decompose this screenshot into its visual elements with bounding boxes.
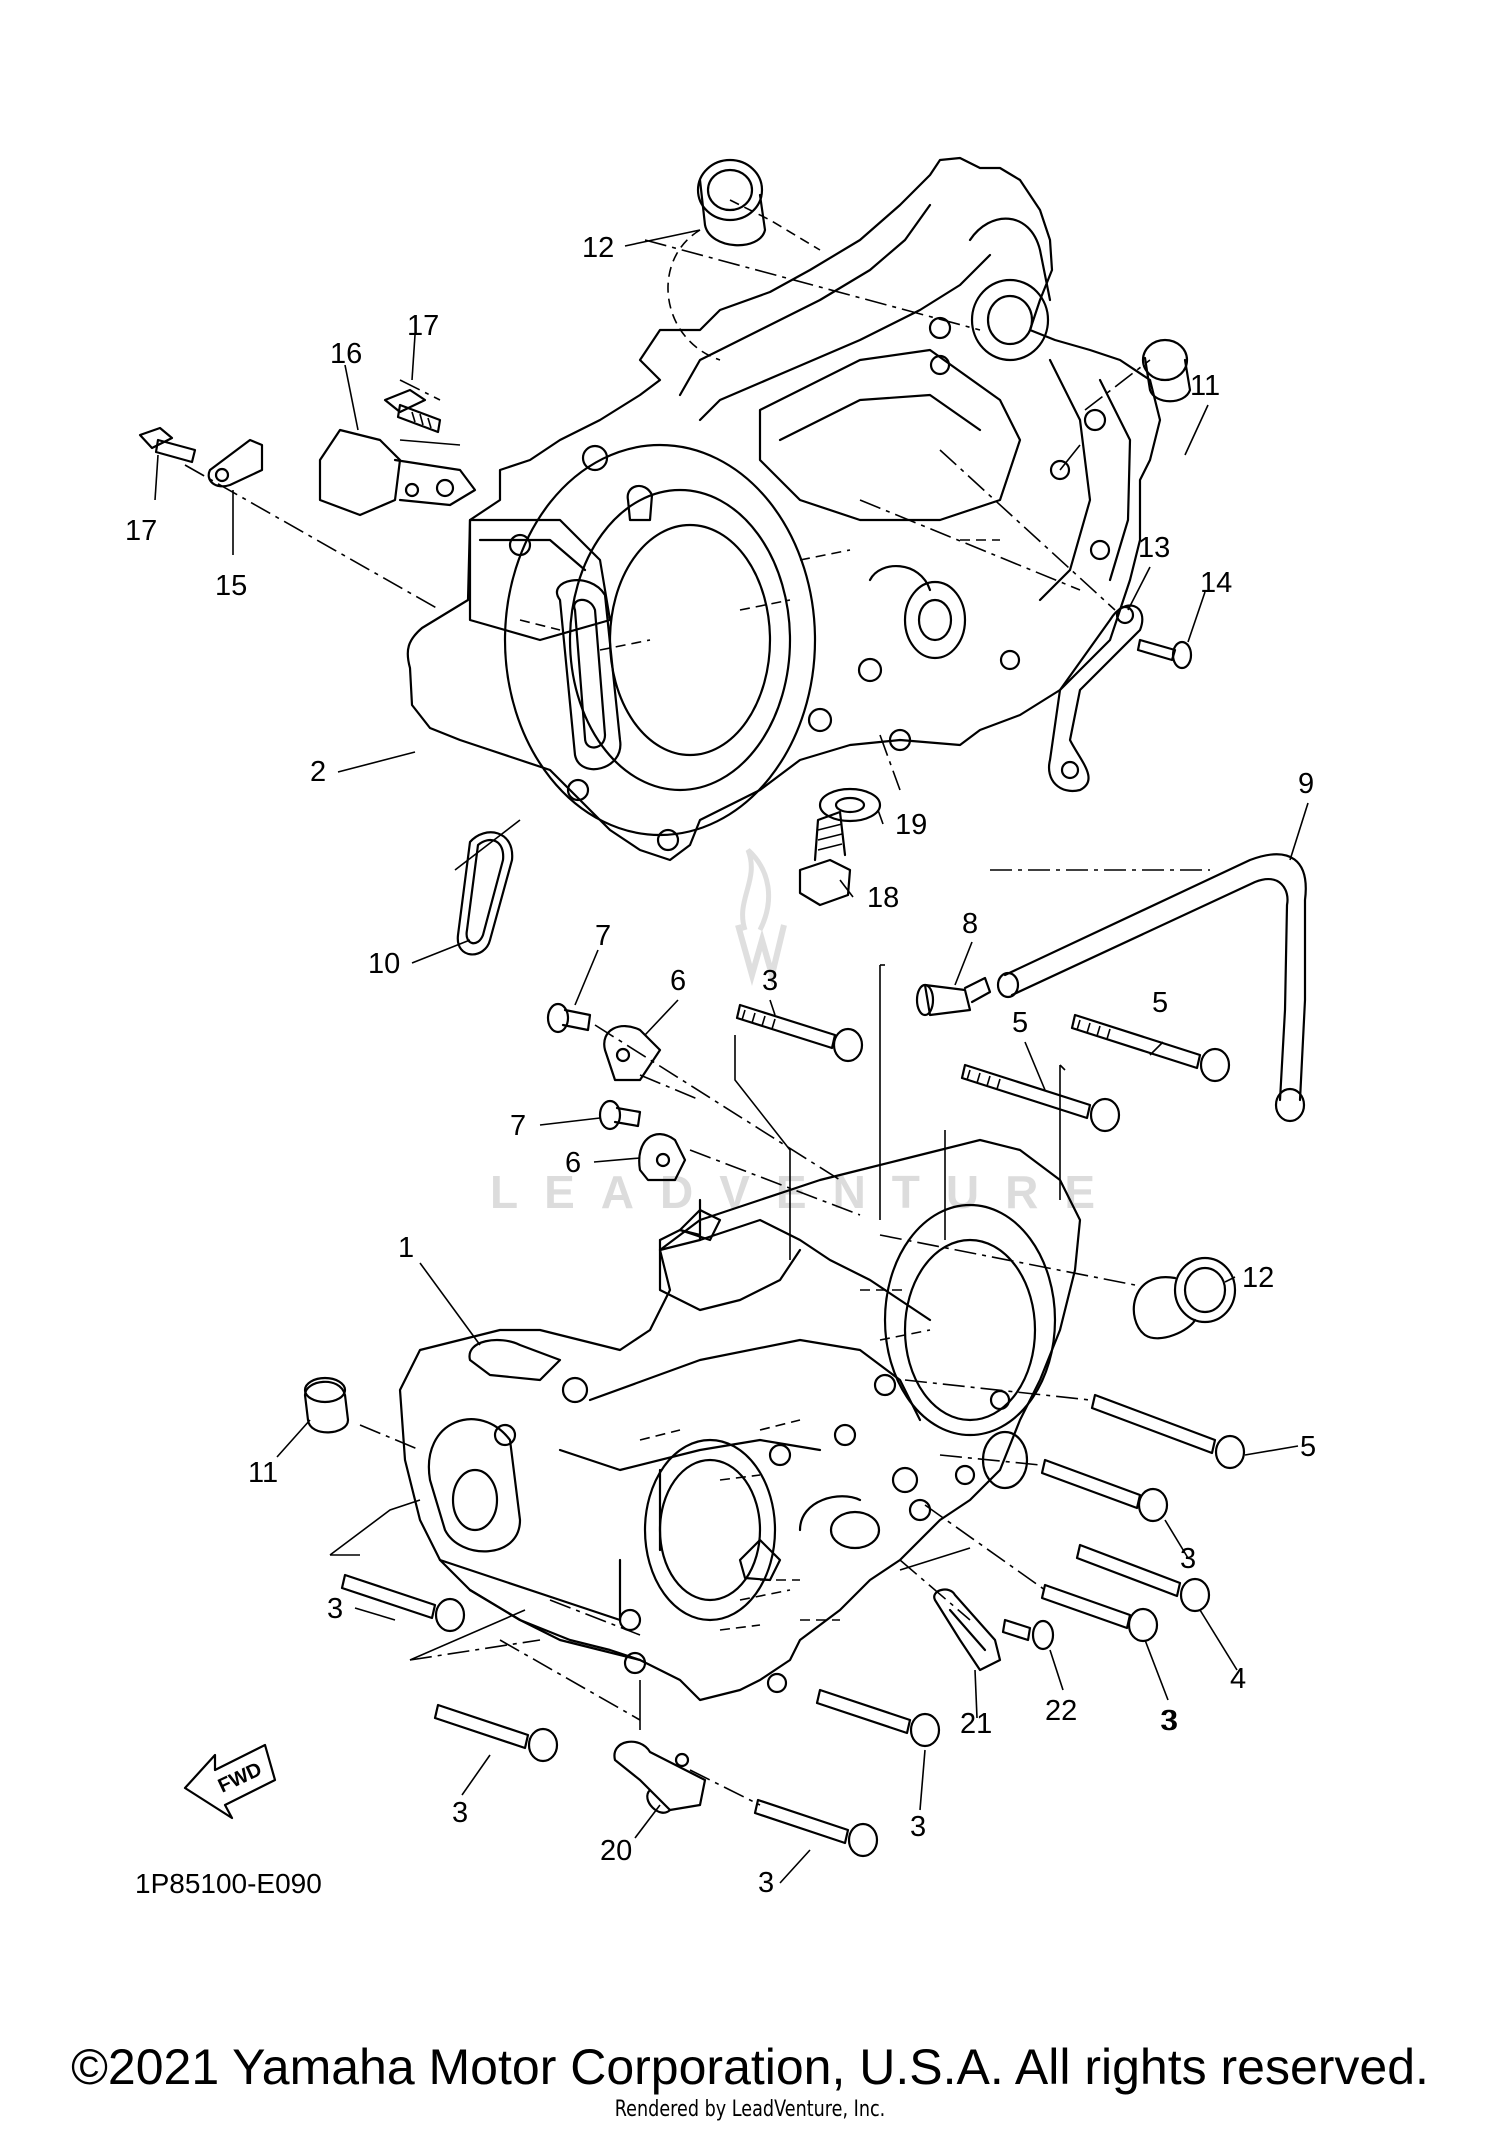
callout-label: 22 [1045, 1695, 1077, 1727]
callout-label: 3 [327, 1593, 343, 1625]
bolt-5-right [1070, 1013, 1231, 1083]
plate-6-upper [603, 1025, 662, 1082]
nipple-8 [915, 976, 992, 1017]
callout-label: 3 [452, 1797, 468, 1829]
callout-label: 6 [565, 1147, 581, 1179]
callout-labels: 12 17 16 17 15 11 13 14 2 19 9 18 10 7 8… [125, 232, 1316, 1899]
callout-label: 3 [758, 1867, 774, 1899]
callout-label: 16 [330, 338, 362, 370]
crankcase-right-drawing [406, 156, 1162, 862]
callout-label: 5 [1012, 1007, 1028, 1039]
o-ring-10 [456, 831, 514, 956]
hose-9 [996, 853, 1307, 1123]
callout-label: 2 [310, 756, 326, 788]
callout-label: 10 [368, 948, 400, 980]
callout-label: 7 [595, 920, 611, 952]
bolt-17-left [138, 426, 197, 464]
rendered-by-credit: Rendered by LeadVenture, Inc. [614, 2097, 886, 2122]
callout-label: 15 [215, 570, 247, 602]
callout-label: 1 [398, 1232, 414, 1264]
screw-7-lower [598, 1099, 642, 1131]
callout-label: 20 [600, 1835, 632, 1867]
callout-label: 7 [510, 1110, 526, 1142]
callout-label: 8 [962, 908, 978, 940]
callout-label: 5 [1300, 1431, 1316, 1463]
callout-label: 14 [1200, 567, 1232, 599]
bolts-3-lower [340, 1393, 1246, 1858]
bolt-17-upper [383, 388, 442, 434]
bolt-3-upper [735, 1003, 864, 1063]
watermark-text: LEADVENTURE [490, 1166, 1121, 1218]
callout-label: 13 [1138, 532, 1170, 564]
washer-19 [818, 787, 882, 823]
callout-label: 21 [960, 1708, 992, 1740]
callout-label: 4 [1230, 1663, 1246, 1695]
callout-label: 12 [1242, 1262, 1274, 1294]
copyright-notice: ©2021 Yamaha Motor Corporation, U.S.A. A… [71, 2039, 1429, 2095]
bracket-16 [318, 428, 477, 517]
callout-label: 6 [670, 965, 686, 997]
bolt-5-middle [960, 1063, 1121, 1133]
bracket-13 [1047, 604, 1144, 793]
callout-label: 17 [125, 515, 157, 547]
fwd-label: FWD [215, 1758, 266, 1797]
callout-label: 18 [867, 882, 899, 914]
screw-7-upper [546, 1002, 592, 1034]
callout-label: 3 [910, 1811, 926, 1843]
plate-6-lower [638, 1133, 687, 1182]
collar-upper [1141, 338, 1192, 403]
drain-bolt-18 [798, 810, 852, 907]
collar-lower [303, 1376, 350, 1434]
screw-22 [1001, 1618, 1055, 1651]
callout-label: 3 [1162, 1705, 1178, 1737]
callout-label: 3 [762, 965, 778, 997]
guide-lines [184, 239, 1210, 1806]
callout-label: 19 [895, 809, 927, 841]
callout-label: 11 [248, 1457, 278, 1489]
callout-leaders [154, 229, 1309, 1884]
callout-label: 3 [1160, 1705, 1176, 1737]
callout-label: 11 [1190, 370, 1220, 402]
diagram-code: 1P85100-E090 [135, 1868, 322, 1899]
callout-label: 9 [1298, 768, 1314, 800]
callout-label: 17 [407, 310, 439, 342]
callout-label: 3 [1180, 1543, 1196, 1575]
callout-label: 5 [1152, 987, 1168, 1019]
clip-20 [613, 1740, 707, 1814]
oil-seal-lower [1132, 1256, 1237, 1340]
oil-seal-upper [696, 158, 767, 247]
clip-21 [933, 1588, 1002, 1672]
crankcase-left-drawing [398, 1138, 1082, 1702]
callout-label: 12 [582, 232, 614, 264]
screw-14 [1136, 638, 1193, 670]
plate-15 [207, 438, 264, 488]
fwd-arrow: FWD [183, 1743, 277, 1820]
